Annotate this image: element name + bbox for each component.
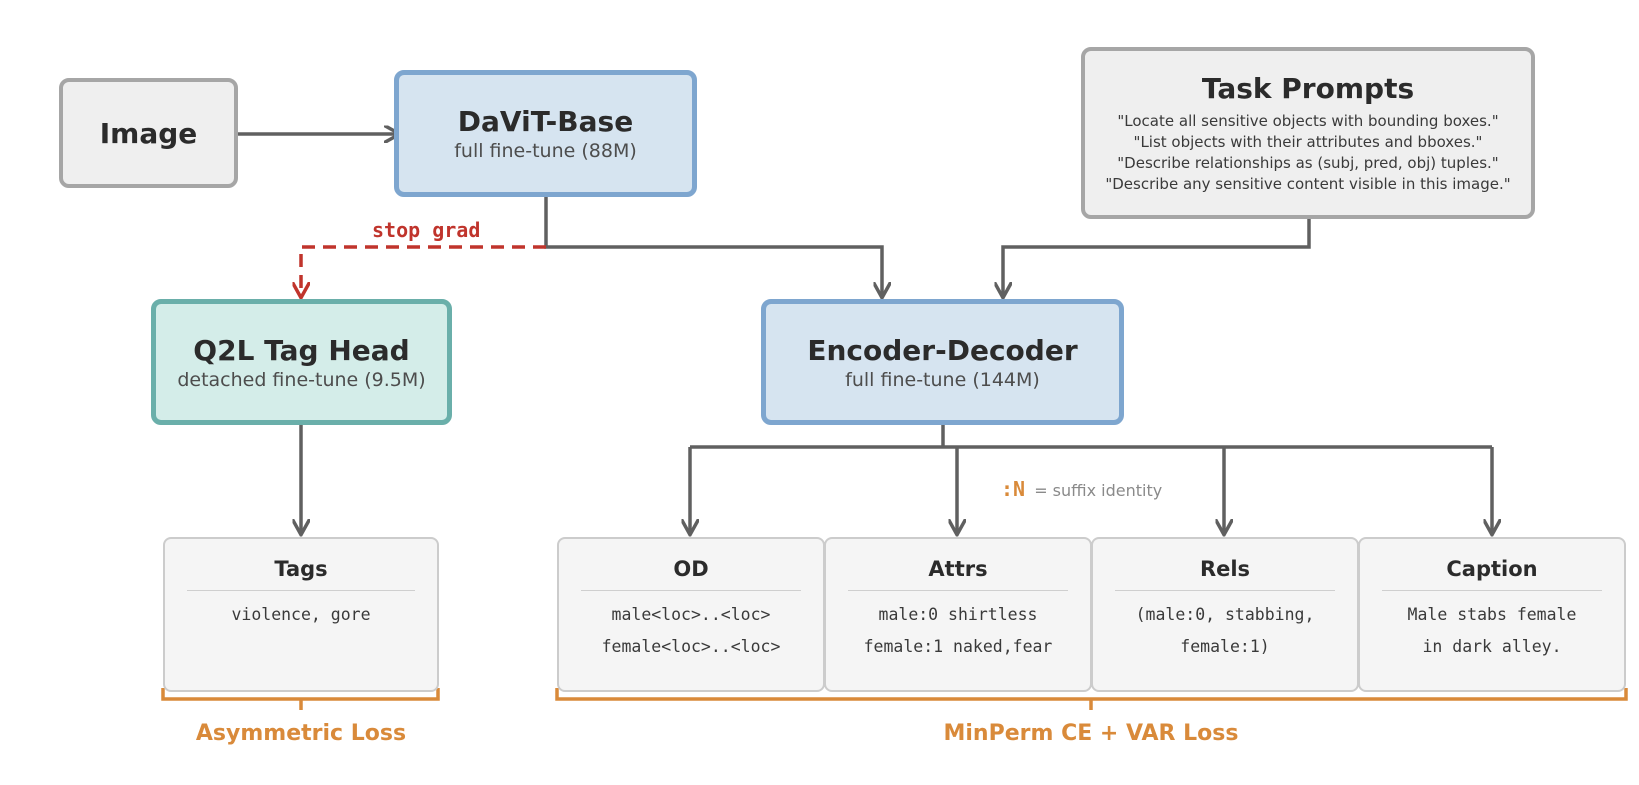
output-line: male<loc>..<loc>: [611, 605, 771, 624]
davit-subtitle: full fine-tune (88M): [454, 140, 637, 162]
arrow-prompts-to-encdec: [1003, 219, 1311, 296]
output-line: female:1 naked,fear: [863, 637, 1053, 656]
stop-grad-dashed-arrow: [301, 245, 546, 296]
task-prompts-box: Task Prompts "Locate all sensitive objec…: [1081, 47, 1535, 219]
encoder-decoder-box: Encoder-Decoder full fine-tune (144M): [761, 299, 1124, 425]
output-line: female<loc>..<loc>: [601, 637, 781, 656]
output-line: female:1): [1180, 637, 1270, 656]
encdec-subtitle: full fine-tune (144M): [845, 368, 1040, 391]
divider: [581, 590, 801, 591]
suffix-text: = suffix identity: [1034, 481, 1163, 500]
output-title: Tags: [274, 557, 328, 581]
output-od: OD male<loc>..<loc> female<loc>..<loc>: [557, 537, 825, 692]
output-line: violence, gore: [231, 605, 371, 624]
task-prompts-title: Task Prompts: [1201, 71, 1415, 105]
suffix-token: :N: [1001, 477, 1026, 501]
output-rels: Rels (male:0, stabbing, female:1): [1091, 537, 1359, 692]
output-line: male:0 shirtless: [878, 605, 1038, 624]
output-title: Attrs: [928, 557, 988, 581]
task-prompt-line: "List objects with their attributes and …: [1133, 132, 1483, 151]
output-title: Caption: [1446, 557, 1538, 581]
q2l-title: Q2L Tag Head: [193, 333, 410, 367]
encdec-title: Encoder-Decoder: [807, 333, 1078, 367]
output-line: (male:0, stabbing,: [1135, 605, 1315, 624]
divider: [187, 590, 415, 591]
davit-title: DaViT-Base: [457, 105, 634, 138]
asymmetric-loss-label: Asymmetric Loss: [195, 721, 407, 746]
divider: [848, 590, 1068, 591]
divider: [1115, 590, 1335, 591]
bracket-minperm-loss: [555, 688, 1628, 710]
task-prompt-line: "Describe relationships as (subj, pred, …: [1117, 153, 1499, 172]
encdec-fanout-bus: [690, 424, 1492, 449]
output-line: Male stabs female: [1407, 605, 1577, 624]
output-tags: Tags violence, gore: [163, 537, 439, 692]
output-line: in dark alley.: [1422, 637, 1562, 656]
task-prompt-line: "Locate all sensitive objects with bound…: [1117, 111, 1499, 130]
minperm-loss-label: MinPerm CE + VAR Loss: [943, 721, 1239, 746]
output-title: OD: [673, 557, 709, 581]
image-box-title: Image: [99, 116, 198, 150]
output-attrs: Attrs male:0 shirtless female:1 naked,fe…: [824, 537, 1092, 692]
output-title: Rels: [1199, 557, 1251, 581]
davit-base-box: DaViT-Base full fine-tune (88M): [394, 70, 697, 197]
suffix-identity-note: :N = suffix identity: [1001, 477, 1162, 501]
image-box: Image: [59, 78, 238, 188]
q2l-subtitle: detached fine-tune (9.5M): [177, 368, 426, 391]
output-caption: Caption Male stabs female in dark alley.: [1358, 537, 1626, 692]
q2l-tag-head-box: Q2L Tag Head detached fine-tune (9.5M): [151, 299, 452, 425]
stop-grad-label: stop grad: [372, 218, 481, 242]
bracket-asymmetric-loss: [161, 688, 440, 710]
task-prompt-line: "Describe any sensitive content visible …: [1105, 174, 1511, 193]
divider: [1382, 590, 1602, 591]
arrow-davit-to-encdec: [544, 196, 882, 296]
